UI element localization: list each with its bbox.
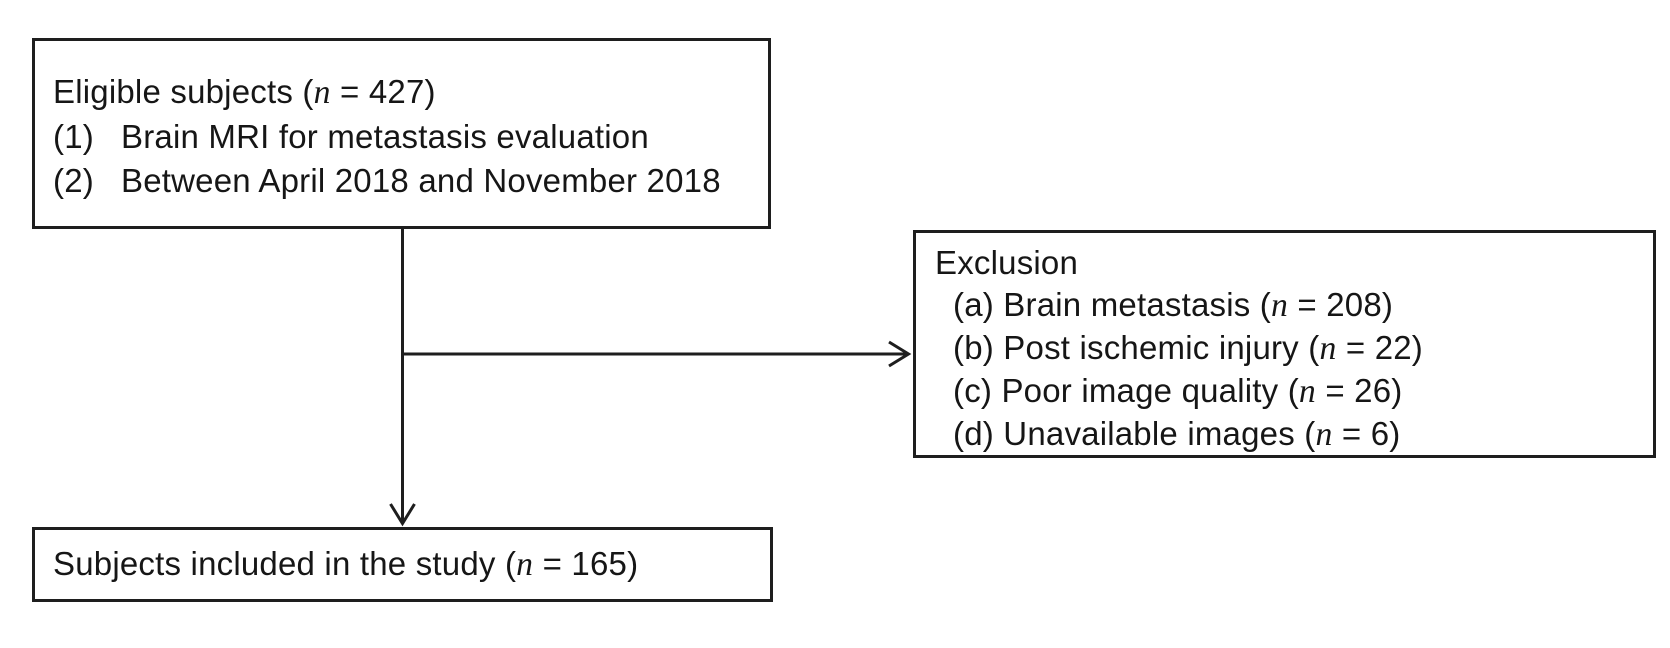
exclusion-item-a-post: = 208) [1288, 286, 1394, 323]
exclusion-item-c-post: = 26) [1315, 372, 1403, 409]
exclusion-item-c: (c) Poor image quality (n = 26) [935, 370, 1645, 413]
eligible-item-1-marker: (1) [53, 118, 94, 155]
exclusion-item-b: (b) Post ischemic injury (n = 22) [935, 327, 1645, 370]
eligible-title-post: = 427) [330, 73, 436, 110]
eligible-item-2-marker: (2) [53, 162, 94, 199]
eligible-item-2-text: Between April 2018 and November 2018 [121, 162, 721, 199]
right-arrowhead-icon [888, 340, 912, 368]
included-title-n-symbol: n [516, 546, 534, 583]
eligible-title: Eligible subjects (n = 427) [53, 70, 760, 115]
exclusion-item-b-post: = 22) [1336, 329, 1423, 366]
exclusion-item-d-n-symbol: n [1315, 416, 1333, 453]
exclusion-item-a: (a) Brain metastasis (n = 208) [935, 284, 1645, 327]
down-arrowhead-icon [389, 503, 416, 527]
exclusion-box: Exclusion (a) Brain metastasis (n = 208)… [913, 230, 1656, 458]
exclusion-item-d-post: = 6) [1332, 415, 1401, 452]
eligible-title-pre: Eligible subjects ( [53, 73, 314, 110]
eligible-subjects-box: Eligible subjects (n = 427) (1) Brain MRI… [32, 38, 771, 229]
exclusion-item-a-pre: (a) Brain metastasis ( [953, 286, 1271, 323]
eligible-item-2: (2) Between April 2018 and November 2018 [53, 159, 760, 203]
exclusion-item-c-pre: (c) Poor image quality ( [953, 372, 1299, 409]
included-subjects-box: Subjects included in the study (n = 165) [32, 527, 773, 602]
exclusion-item-b-pre: (b) Post ischemic injury ( [953, 329, 1320, 366]
exclusion-item-a-n-symbol: n [1270, 287, 1289, 324]
eligible-title-n-symbol: n [313, 74, 331, 111]
included-title-pre: Subjects included in the study ( [53, 545, 517, 582]
exclusion-item-d-pre: (d) Unavailable images ( [953, 415, 1316, 452]
included-title-post: = 165) [533, 545, 639, 582]
eligible-item-1-text: Brain MRI for metastasis evaluation [121, 118, 649, 155]
exclusion-item-c-n-symbol: n [1298, 373, 1316, 410]
exclusion-item-d: (d) Unavailable images (n = 6) [935, 413, 1645, 456]
exclusion-title: Exclusion [935, 244, 1079, 281]
eligible-item-1: (1) Brain MRI for metastasis evaluation [53, 115, 760, 159]
included-title: Subjects included in the study (n = 165) [53, 545, 638, 584]
exclusion-item-b-n-symbol: n [1319, 330, 1337, 367]
